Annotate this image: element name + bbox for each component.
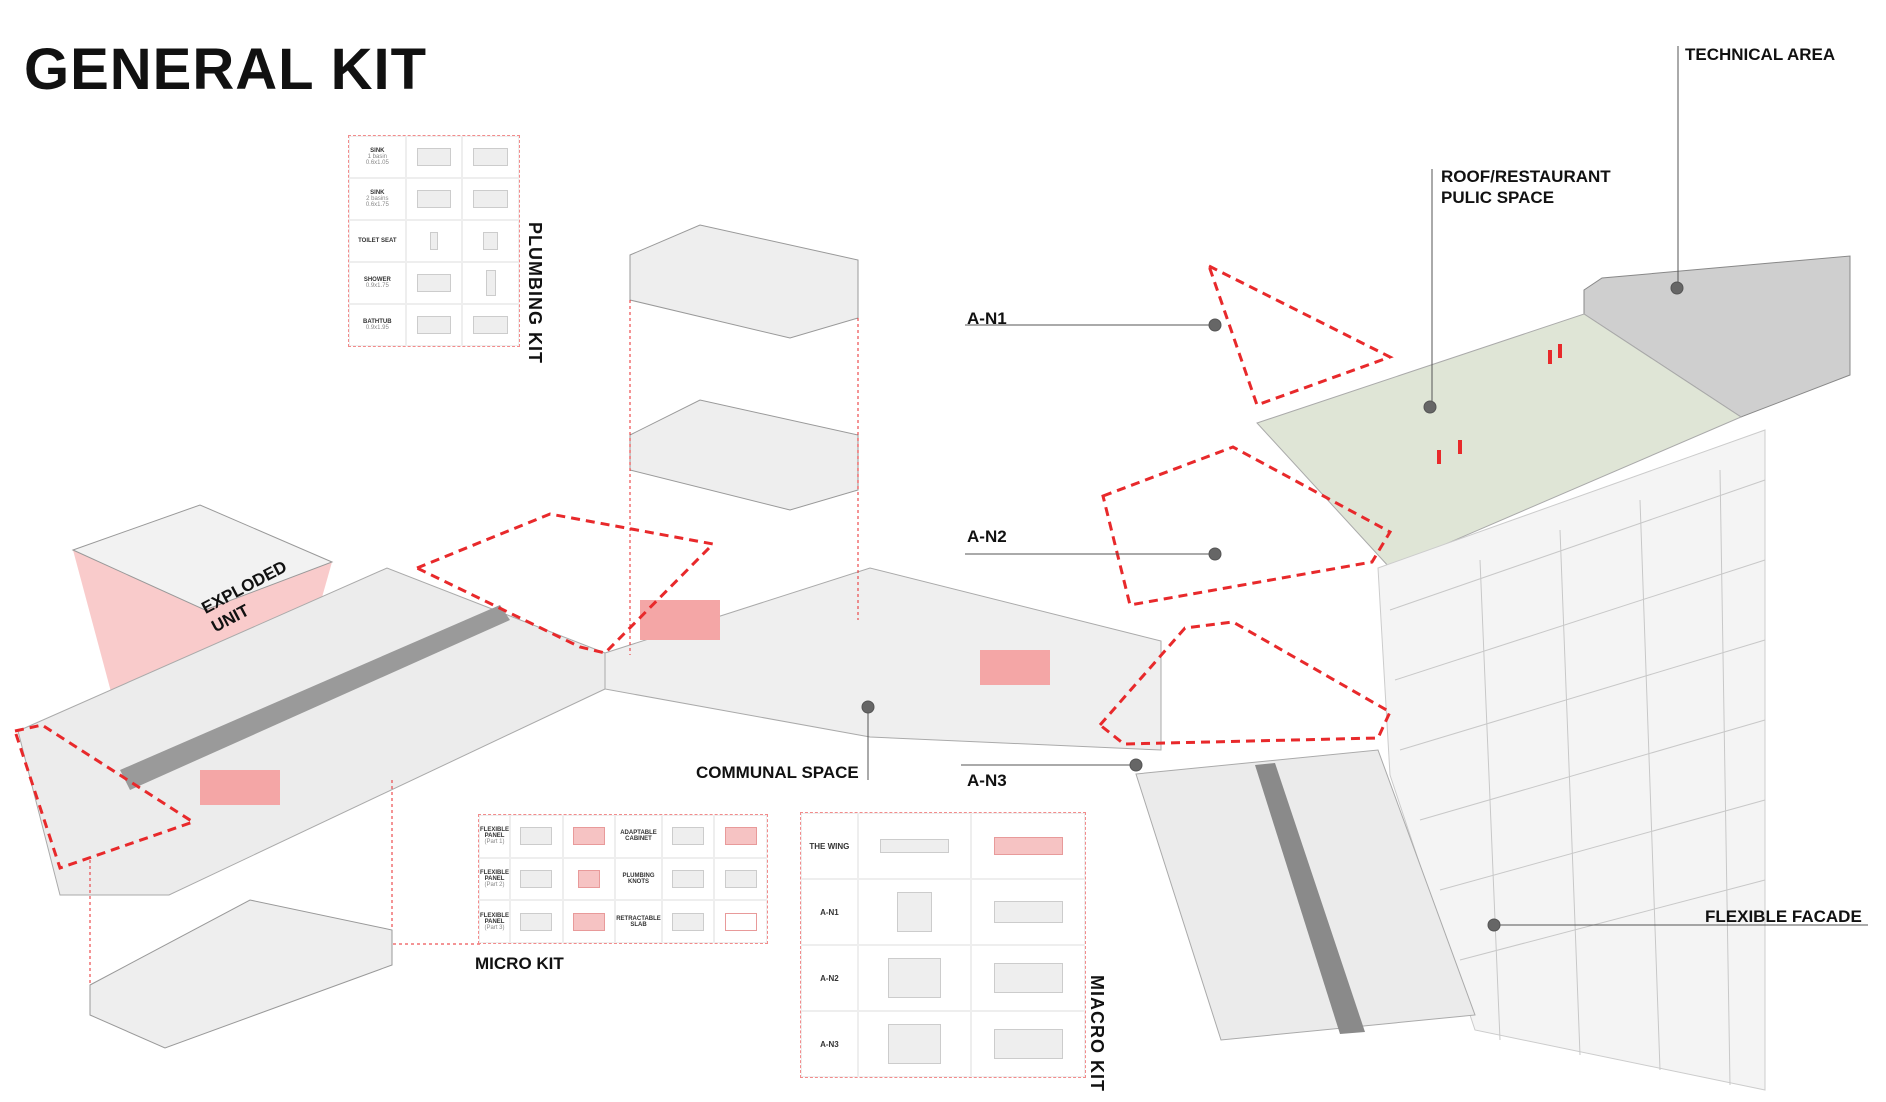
axo-thumb	[462, 262, 519, 304]
axo-thumb	[462, 136, 519, 178]
pink-partitions	[200, 770, 280, 805]
plan-thumb	[661, 815, 715, 858]
label-technical-area: TECHNICAL AREA	[1685, 45, 1836, 64]
dot	[861, 700, 875, 714]
axo-thumb	[971, 1011, 1085, 1077]
micro-item-label: RETRACTABLE SLAB	[615, 900, 662, 943]
plan-thumb	[510, 900, 563, 943]
axo-thumb	[971, 879, 1085, 945]
plan-thumb	[857, 1011, 972, 1077]
dot	[1670, 281, 1684, 295]
axo-thumb	[971, 813, 1085, 879]
plan-thumb	[405, 178, 463, 220]
corridor-band	[120, 605, 510, 790]
roof-public-space	[1256, 313, 1743, 569]
miacro-item-label: A-N2	[801, 945, 858, 1011]
label-roof: ROOF/RESTAURANT PULIC SPACE	[1441, 166, 1611, 208]
micro-item-label: FLEXIBLE PANEL(Part 3)	[479, 900, 511, 943]
axo-thumb	[462, 178, 519, 220]
label-flexible-facade: FLEXIBLE FACADE	[1705, 907, 1862, 926]
people-figures	[1437, 344, 1562, 464]
module-outlines	[13, 263, 1394, 870]
micro-item-label: FLEXIBLE PANEL(Part 1)	[479, 815, 511, 858]
label-communal-space: COMMUNAL SPACE	[696, 763, 859, 782]
floating-module-middle	[629, 399, 859, 511]
panel-thumb	[562, 815, 616, 858]
miacro-item-label: A-N1	[801, 879, 858, 945]
dot	[1487, 918, 1501, 932]
exploded-unit-top	[71, 504, 334, 611]
plan-thumb	[510, 815, 563, 858]
plan-thumb	[510, 857, 563, 901]
floating-module-top	[629, 224, 859, 339]
label-a-n3: A-N3	[967, 771, 1007, 790]
axo-thumb	[462, 304, 519, 346]
plan-thumb	[857, 945, 972, 1011]
page-title: GENERAL KIT	[24, 37, 428, 102]
miacro-kit-table: THE WING A-N1 A-N2 A-N3	[800, 812, 1086, 1078]
panel-thumb	[562, 857, 616, 901]
projection-lines	[89, 300, 859, 985]
plumbing-item-label: TOILET SEAT	[349, 220, 406, 262]
label-roof-line1: ROOF/RESTAURANT	[1441, 167, 1611, 186]
axo-thumb	[971, 945, 1085, 1011]
panel-thumb	[562, 900, 616, 943]
label-a-n1: A-N1	[967, 309, 1007, 328]
axo-thumb	[462, 220, 519, 262]
micro-item-label: ADAPTABLE CABINET	[615, 815, 662, 858]
plan-thumb	[405, 220, 463, 262]
axo-thumb	[714, 815, 767, 858]
micro-item-label: FLEXIBLE PANEL(Part 2)	[479, 857, 511, 901]
facade-grid	[1389, 469, 1766, 1086]
plan-thumb	[405, 304, 463, 346]
label-a-n2: A-N2	[967, 527, 1007, 546]
label-roof-line2: PULIC SPACE	[1441, 188, 1555, 207]
dot	[1208, 318, 1222, 332]
pink-partitions	[640, 600, 720, 640]
floating-module-bottom	[89, 899, 393, 1049]
plan-thumb	[857, 813, 972, 879]
dot	[1208, 547, 1222, 561]
pink-partitions	[980, 650, 1050, 685]
plan-thumb	[661, 857, 715, 901]
plan-thumb	[405, 136, 463, 178]
dot	[1423, 400, 1437, 414]
label-micro-kit: MICRO KIT	[475, 954, 564, 973]
dot	[1129, 758, 1143, 772]
miacro-item-label: A-N3	[801, 1011, 858, 1077]
micro-item-label: PLUMBING KNOTS	[615, 857, 662, 901]
label-miacro-kit: MIACRO KIT	[1087, 975, 1107, 1092]
axo-thumb	[714, 900, 767, 943]
plan-thumb	[405, 262, 463, 304]
lower-right-stripe	[1255, 763, 1365, 1034]
label-plumbing-kit: PLUMBING KIT	[525, 222, 545, 364]
plan-thumb	[857, 879, 972, 945]
middle-slab	[604, 567, 1162, 751]
axo-thumb	[714, 857, 767, 901]
plan-thumb	[661, 900, 715, 943]
miacro-item-label: THE WING	[801, 813, 858, 879]
micro-kit-table: FLEXIBLE PANEL(Part 1) ADAPTABLE CABINET…	[478, 814, 768, 944]
